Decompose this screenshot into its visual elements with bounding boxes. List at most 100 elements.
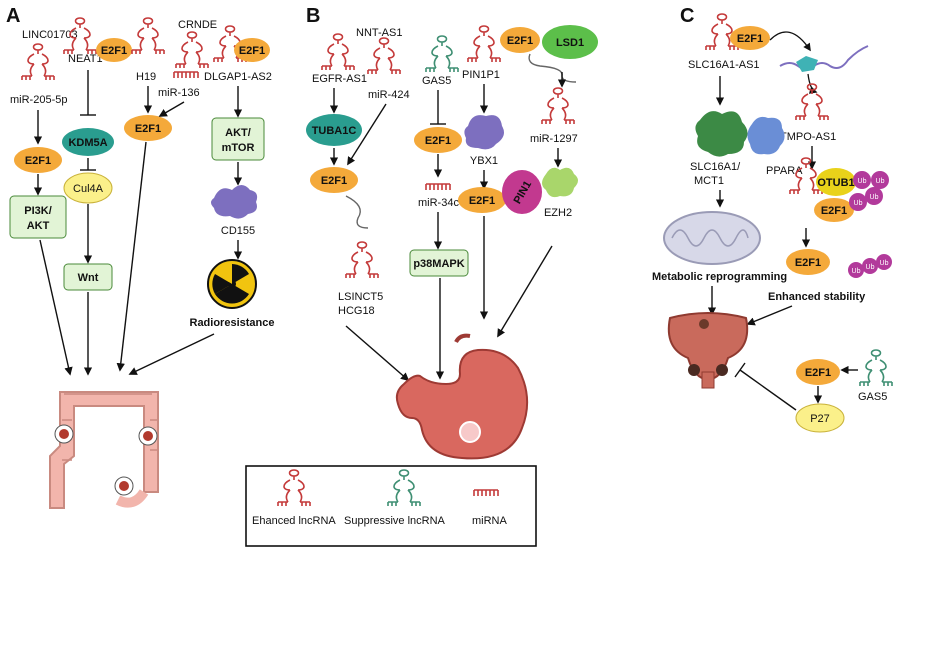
lncrna-label: H19 [136,71,156,83]
e2f1-node [500,27,540,53]
lncrna-label: DLGAP1-AS2 [204,71,272,83]
e2f1-label: E2F1 [321,175,347,187]
lncrna-icon [175,31,209,69]
transcription-wave [345,195,369,229]
pin1-node [502,170,542,214]
e2f1-node [814,198,854,222]
wnt-label: Wnt [78,272,99,284]
arrow [497,245,553,338]
e2f1-label: E2F1 [805,367,831,379]
suppressive-lncrna-icon [859,349,893,387]
ubiquitin-free-icon: Ub Ub Ub [848,254,892,278]
p38mapk-label: p38MAPK [413,258,464,270]
e2f1-node [124,115,172,141]
ezh2-label: EZH2 [544,207,572,219]
otub1-node [816,168,856,196]
legend: Ehanced lncRNA Suppressive lncRNA miRNA [245,465,537,547]
pathway-label: AKT/ [225,127,251,139]
panel-a: LINC01703 miR-205-5p E2F1 PI3K/ AKT NEAT… [9,17,275,509]
svg-text:Ub: Ub [866,264,875,271]
radioresistance-label: Radioresistance [190,317,275,329]
legend-enhanced-label: Ehanced lncRNA [252,515,336,527]
mirna-label: miR-424 [368,89,410,101]
panel-label-b: B [306,5,320,27]
akt-mtor-box [211,117,265,161]
ybx1-protein-icon [464,115,504,150]
legend-enhanced-icon [277,469,311,507]
mirna-icon [173,71,199,79]
svg-text:Ub: Ub [858,178,867,185]
lncrna-icon [131,17,165,55]
metabolic-label: Metabolic reprogramming [652,271,787,283]
inhibit-line [739,369,797,411]
e2f1-label: E2F1 [101,45,127,57]
svg-text:Ub: Ub [880,260,889,267]
bladder-icon [667,312,749,389]
otub1-label: OTUB1 [817,177,854,189]
arrow [807,73,818,94]
e2f1-node [310,167,358,193]
e2f1-label: E2F1 [821,205,847,217]
arrow [746,305,793,326]
protein-label: MCT1 [694,175,724,187]
radiation-icon [207,259,257,309]
mitochondria-icon [663,211,761,265]
lncrna-icon [345,241,379,279]
stability-label: Enhanced stability [768,291,866,303]
svg-text:Ub: Ub [870,194,879,201]
cd155-label: CD155 [221,225,255,237]
e2f1-label: E2F1 [239,45,265,57]
arrow [128,333,215,375]
mirna-label: miR-136 [158,87,200,99]
mirna-label: miR-34c [418,197,459,209]
cul4a-node [63,172,113,204]
arrow [158,101,185,117]
panel-label-c: C [680,5,694,27]
lncrna-icon [541,87,575,125]
lncrna-label: GAS5 [422,75,451,87]
panel-c: E2F1 SLC16A1-AS1 TMPO-AS1 SLC16A1/ MCT1 … [652,13,893,433]
mirna-label: miR-1297 [530,133,578,145]
p38mapk-box [409,249,469,277]
ppara-protein-icon [747,116,785,155]
lncrna-icon [367,37,401,75]
lncrna-icon [467,25,501,63]
lncrna-label: NNT-AS1 [356,27,402,39]
e2f1-label: E2F1 [507,35,533,47]
svg-text:Ub: Ub [854,200,863,207]
e2f1-label: E2F1 [25,155,51,167]
legend-suppressive-label: Suppressive lncRNA [344,515,446,527]
lncrna-label: EGFR-AS1 [312,73,367,85]
ubiquitin-icon: Ub Ub Ub Ub [849,171,889,211]
e2f1-label: E2F1 [795,257,821,269]
ezh2-protein-icon [542,167,578,198]
panel-b: NNT-AS1 miR-424 EGFR-AS1 TUBA1C E2F1 LSI… [306,25,598,460]
inhibit-bar [734,362,746,378]
ybx1-label: YBX1 [470,155,498,167]
legend-mirna-label: miRNA [472,515,507,527]
lncrna-label: LINC01703 [22,29,78,41]
kdm5a-label: KDM5A [68,137,107,149]
p27-node [795,403,845,433]
mirna-icon [425,183,451,191]
e2f1-label: E2F1 [737,33,763,45]
e2f1-node [730,26,770,50]
e2f1-node [796,359,840,385]
arrow [345,325,410,382]
lncrna-label: NEAT1 [68,53,103,65]
e2f1-label: E2F1 [135,123,161,135]
lncrna-label: SLC16A1-AS1 [688,59,760,71]
e2f1-node [234,38,270,62]
tuba1c-node [306,114,362,146]
e2f1-node [414,127,462,153]
lncrna-label: LSINCT5 [338,291,383,303]
wnt-box [63,263,113,291]
lncrna-icon [21,43,55,81]
e2f1-node [96,38,132,62]
stomach-icon [395,333,529,460]
polymerase-icon [796,56,818,72]
protein-label: SLC16A1/ [690,161,741,173]
lncrna-label: GAS5 [858,391,887,403]
svg-text:Ub: Ub [852,268,861,275]
